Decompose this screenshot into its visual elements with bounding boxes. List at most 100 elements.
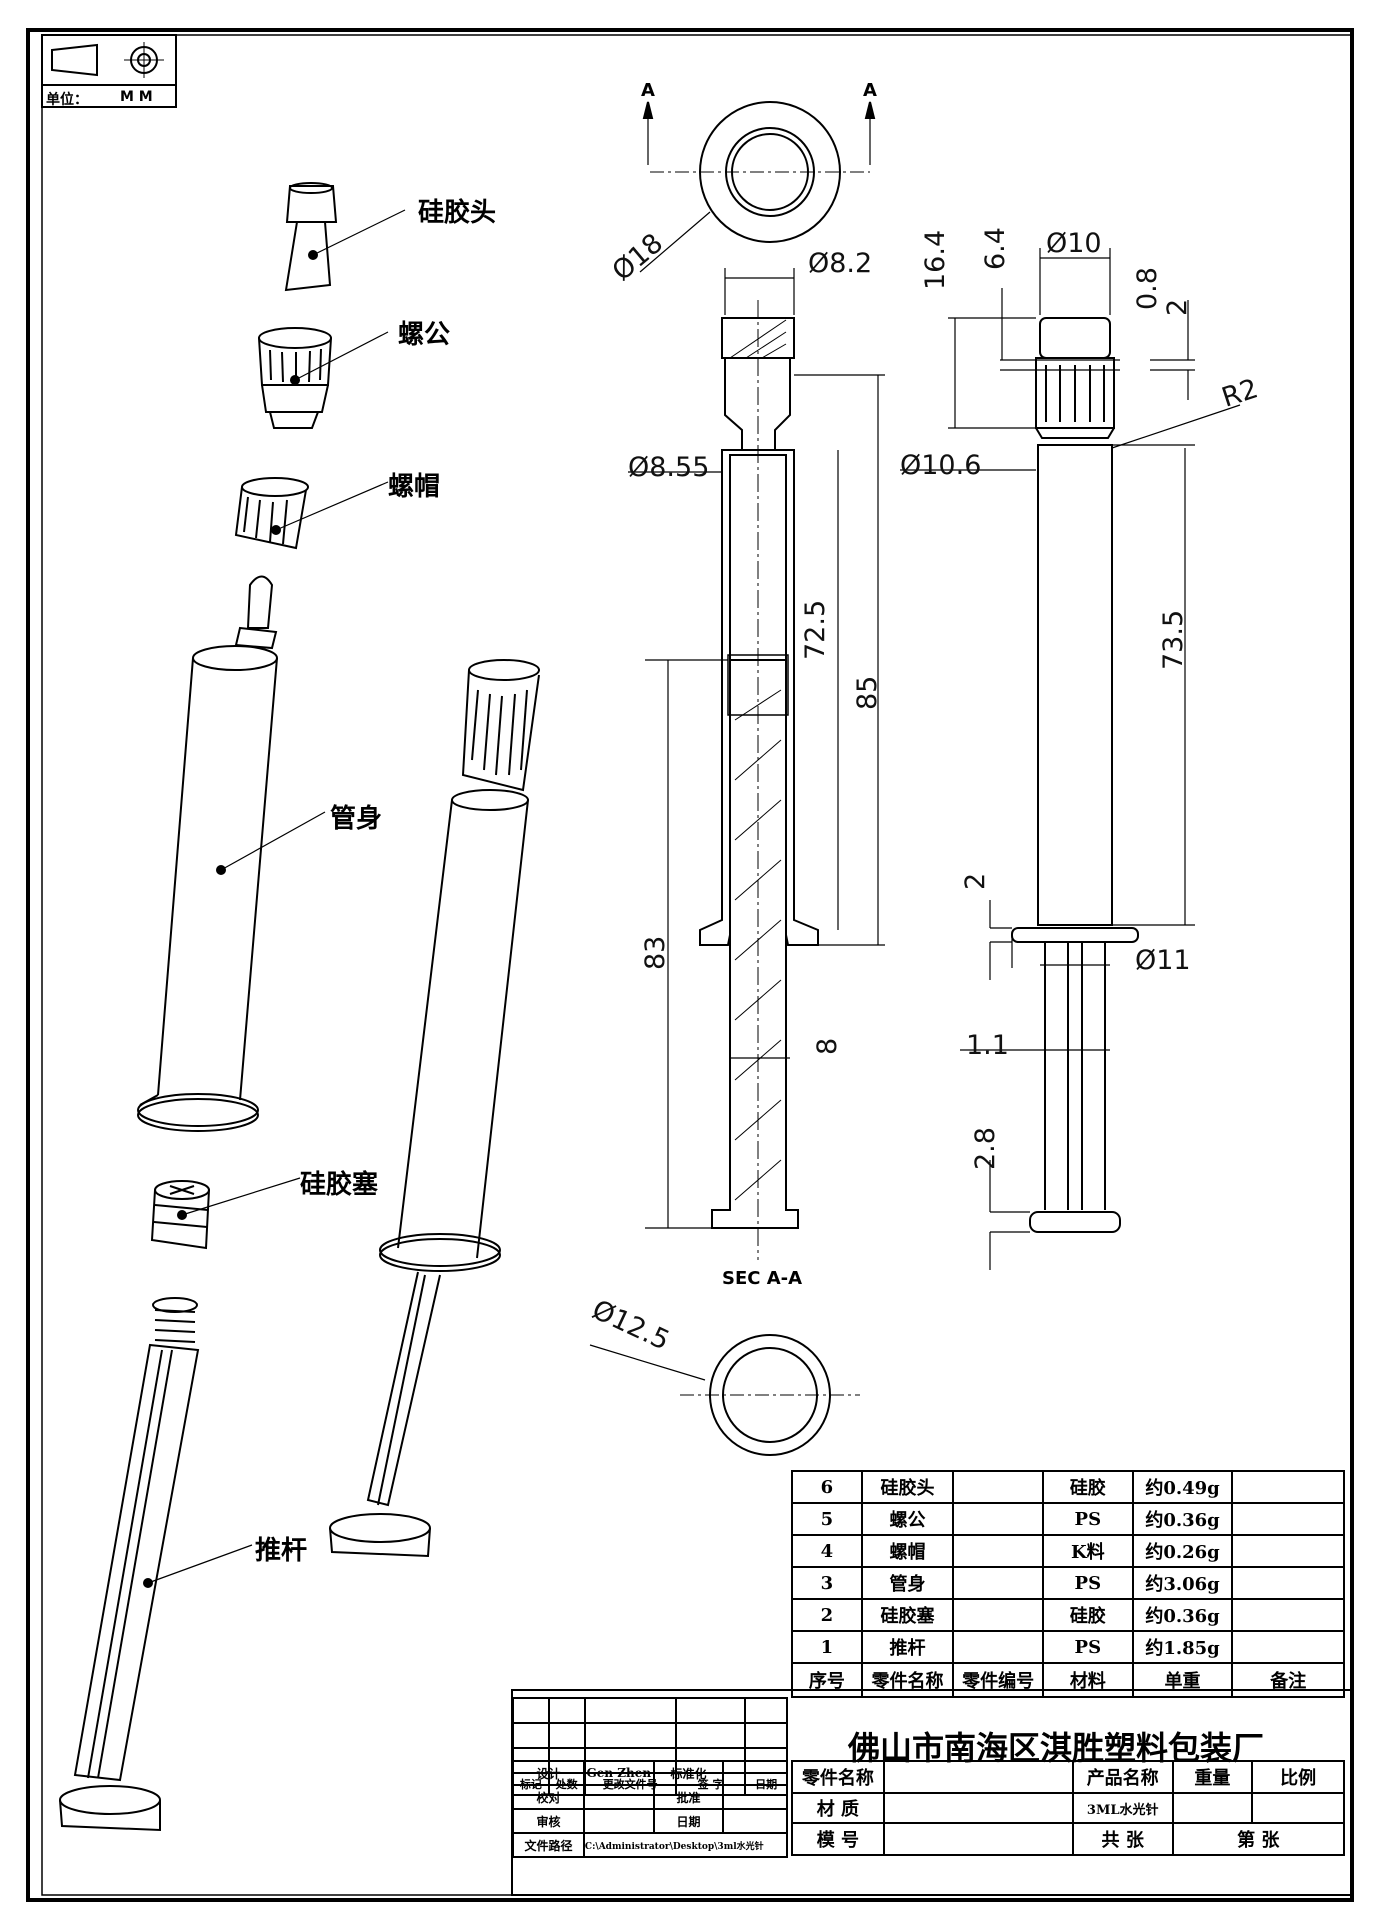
bom-cell [1231, 1630, 1345, 1664]
mold-no-label: 模 号 [791, 1822, 885, 1856]
file-path-value: C:\Administrator\Desktop\3ml水光针 [582, 1832, 789, 1858]
bom-cell: 5 [791, 1502, 863, 1536]
assembled-syringe [329, 659, 540, 1558]
designer-name: Gen Zhen [582, 1760, 655, 1786]
bom-cell: 6 [791, 1470, 863, 1504]
sheet-no-label: 第 张 [1171, 1822, 1346, 1856]
bom-header-cell: 材料 [1041, 1662, 1134, 1698]
bom-cell: 约0.36g [1131, 1598, 1234, 1632]
product-info-table: 零件名称 产品名称 重量 比例 材 质 3ML水光针 模 号 共 张 第 张 [791, 1760, 1346, 1856]
cap-part [234, 477, 389, 550]
silicone-plug-part [150, 1177, 301, 1250]
nut-part [258, 327, 389, 429]
section-title: SEC A-A [722, 1268, 803, 1289]
bom-cell: 螺公 [860, 1502, 955, 1536]
date-label: 日期 [652, 1808, 725, 1834]
dim-d11: Ø11 [1135, 945, 1191, 976]
dim-d8-2: Ø8.2 [808, 248, 873, 279]
scale-label: 比例 [1251, 1760, 1345, 1794]
bom-cell [1231, 1502, 1345, 1536]
bom-header-cell: 零件编号 [952, 1662, 1044, 1698]
total-sheets-label: 共 张 [1071, 1822, 1174, 1856]
dim-d10: Ø10 [1046, 228, 1102, 259]
file-path-label: 文件路径 [512, 1832, 585, 1858]
review-label: 审核 [512, 1808, 585, 1834]
bom-cell [952, 1470, 1044, 1504]
bom-cell: 约0.49g [1131, 1470, 1234, 1504]
bom-cell: 约3.06g [1131, 1566, 1234, 1600]
bom-cell [1231, 1598, 1345, 1632]
bom-cell [1231, 1534, 1345, 1568]
dim-85: 85 [852, 675, 883, 710]
section-a-a-view [699, 300, 819, 1260]
section-mark-a-right: A [863, 80, 877, 101]
bom-cell: K料 [1041, 1534, 1134, 1568]
dim-2-mid: 2 [960, 872, 991, 890]
dim-2-top: 2 [1162, 298, 1193, 316]
dim-83: 83 [640, 935, 671, 970]
bom-cell: 1 [791, 1630, 863, 1664]
bottom-end-view [589, 1334, 860, 1456]
label-cap: 螺帽 [388, 472, 441, 502]
dim-6-4: 6.4 [980, 227, 1011, 270]
bom-cell [952, 1502, 1044, 1536]
approval-table: 设计 Gen Zhen 标准化 校对 批准 审核 日期 文件路径 C:\Admi… [512, 1760, 789, 1858]
bom-cell: 螺帽 [860, 1534, 955, 1568]
label-silicone-plug: 硅胶塞 [300, 1170, 379, 1200]
approve-label: 批准 [652, 1784, 725, 1810]
silicone-head-part [284, 182, 406, 292]
bom-header-row: 序号零件名称零件编号材料单重备注 [791, 1662, 1345, 1698]
bom-cell [1231, 1566, 1345, 1600]
label-barrel: 管身 [330, 804, 383, 834]
bom-cell [952, 1534, 1044, 1568]
label-plunger: 推杆 [255, 1536, 308, 1566]
dim-1-1: 1.1 [966, 1030, 1009, 1061]
bom-cell: 约0.26g [1131, 1534, 1234, 1568]
bom-cell: 3 [791, 1566, 863, 1600]
bom-cell [952, 1630, 1044, 1664]
dim-0-8: 0.8 [1132, 267, 1163, 310]
bom-cell: PS [1041, 1630, 1134, 1664]
bom-cell: PS [1041, 1502, 1134, 1536]
product-value: 3ML水光针 [1071, 1792, 1174, 1824]
standardize-label: 标准化 [652, 1760, 725, 1786]
bom-cell: 管身 [860, 1566, 955, 1600]
top-end-view [639, 101, 876, 273]
bom-cell [952, 1566, 1044, 1600]
bom-header-cell: 备注 [1231, 1662, 1345, 1698]
dim-d8-55: Ø8.55 [628, 452, 710, 483]
units-value: M M [120, 89, 153, 105]
bom-cell: 硅胶头 [860, 1470, 955, 1504]
design-label: 设计 [512, 1760, 585, 1786]
bom-cell [952, 1598, 1044, 1632]
check-label: 校对 [512, 1784, 585, 1810]
bom-header-cell: 序号 [791, 1662, 863, 1698]
label-silicone-head: 硅胶头 [418, 198, 497, 228]
dim-16-4: 16.4 [920, 229, 951, 290]
projection-symbol [41, 34, 177, 108]
label-nut: 螺公 [398, 320, 451, 350]
bom-cell: 推杆 [860, 1630, 955, 1664]
bom-header-cell: 单重 [1131, 1662, 1234, 1698]
bom-cell: 约1.85g [1131, 1630, 1234, 1664]
bom-cell: 硅胶 [1041, 1598, 1134, 1632]
bom-cell: PS [1041, 1566, 1134, 1600]
section-mark-a-left: A [641, 80, 655, 101]
dim-72-5: 72.5 [800, 599, 831, 660]
dim-2-8: 2.8 [970, 1127, 1001, 1170]
product-name-label: 产品名称 [1071, 1760, 1174, 1794]
bom-cell: 2 [791, 1598, 863, 1632]
material-label: 材 质 [791, 1792, 885, 1824]
barrel-part [137, 575, 326, 1132]
weight-label: 重量 [1171, 1760, 1254, 1794]
plunger-part [59, 1297, 253, 1832]
bom-cell: 4 [791, 1534, 863, 1568]
side-elevation-view [1011, 317, 1139, 1233]
bom-cell: 硅胶塞 [860, 1598, 955, 1632]
